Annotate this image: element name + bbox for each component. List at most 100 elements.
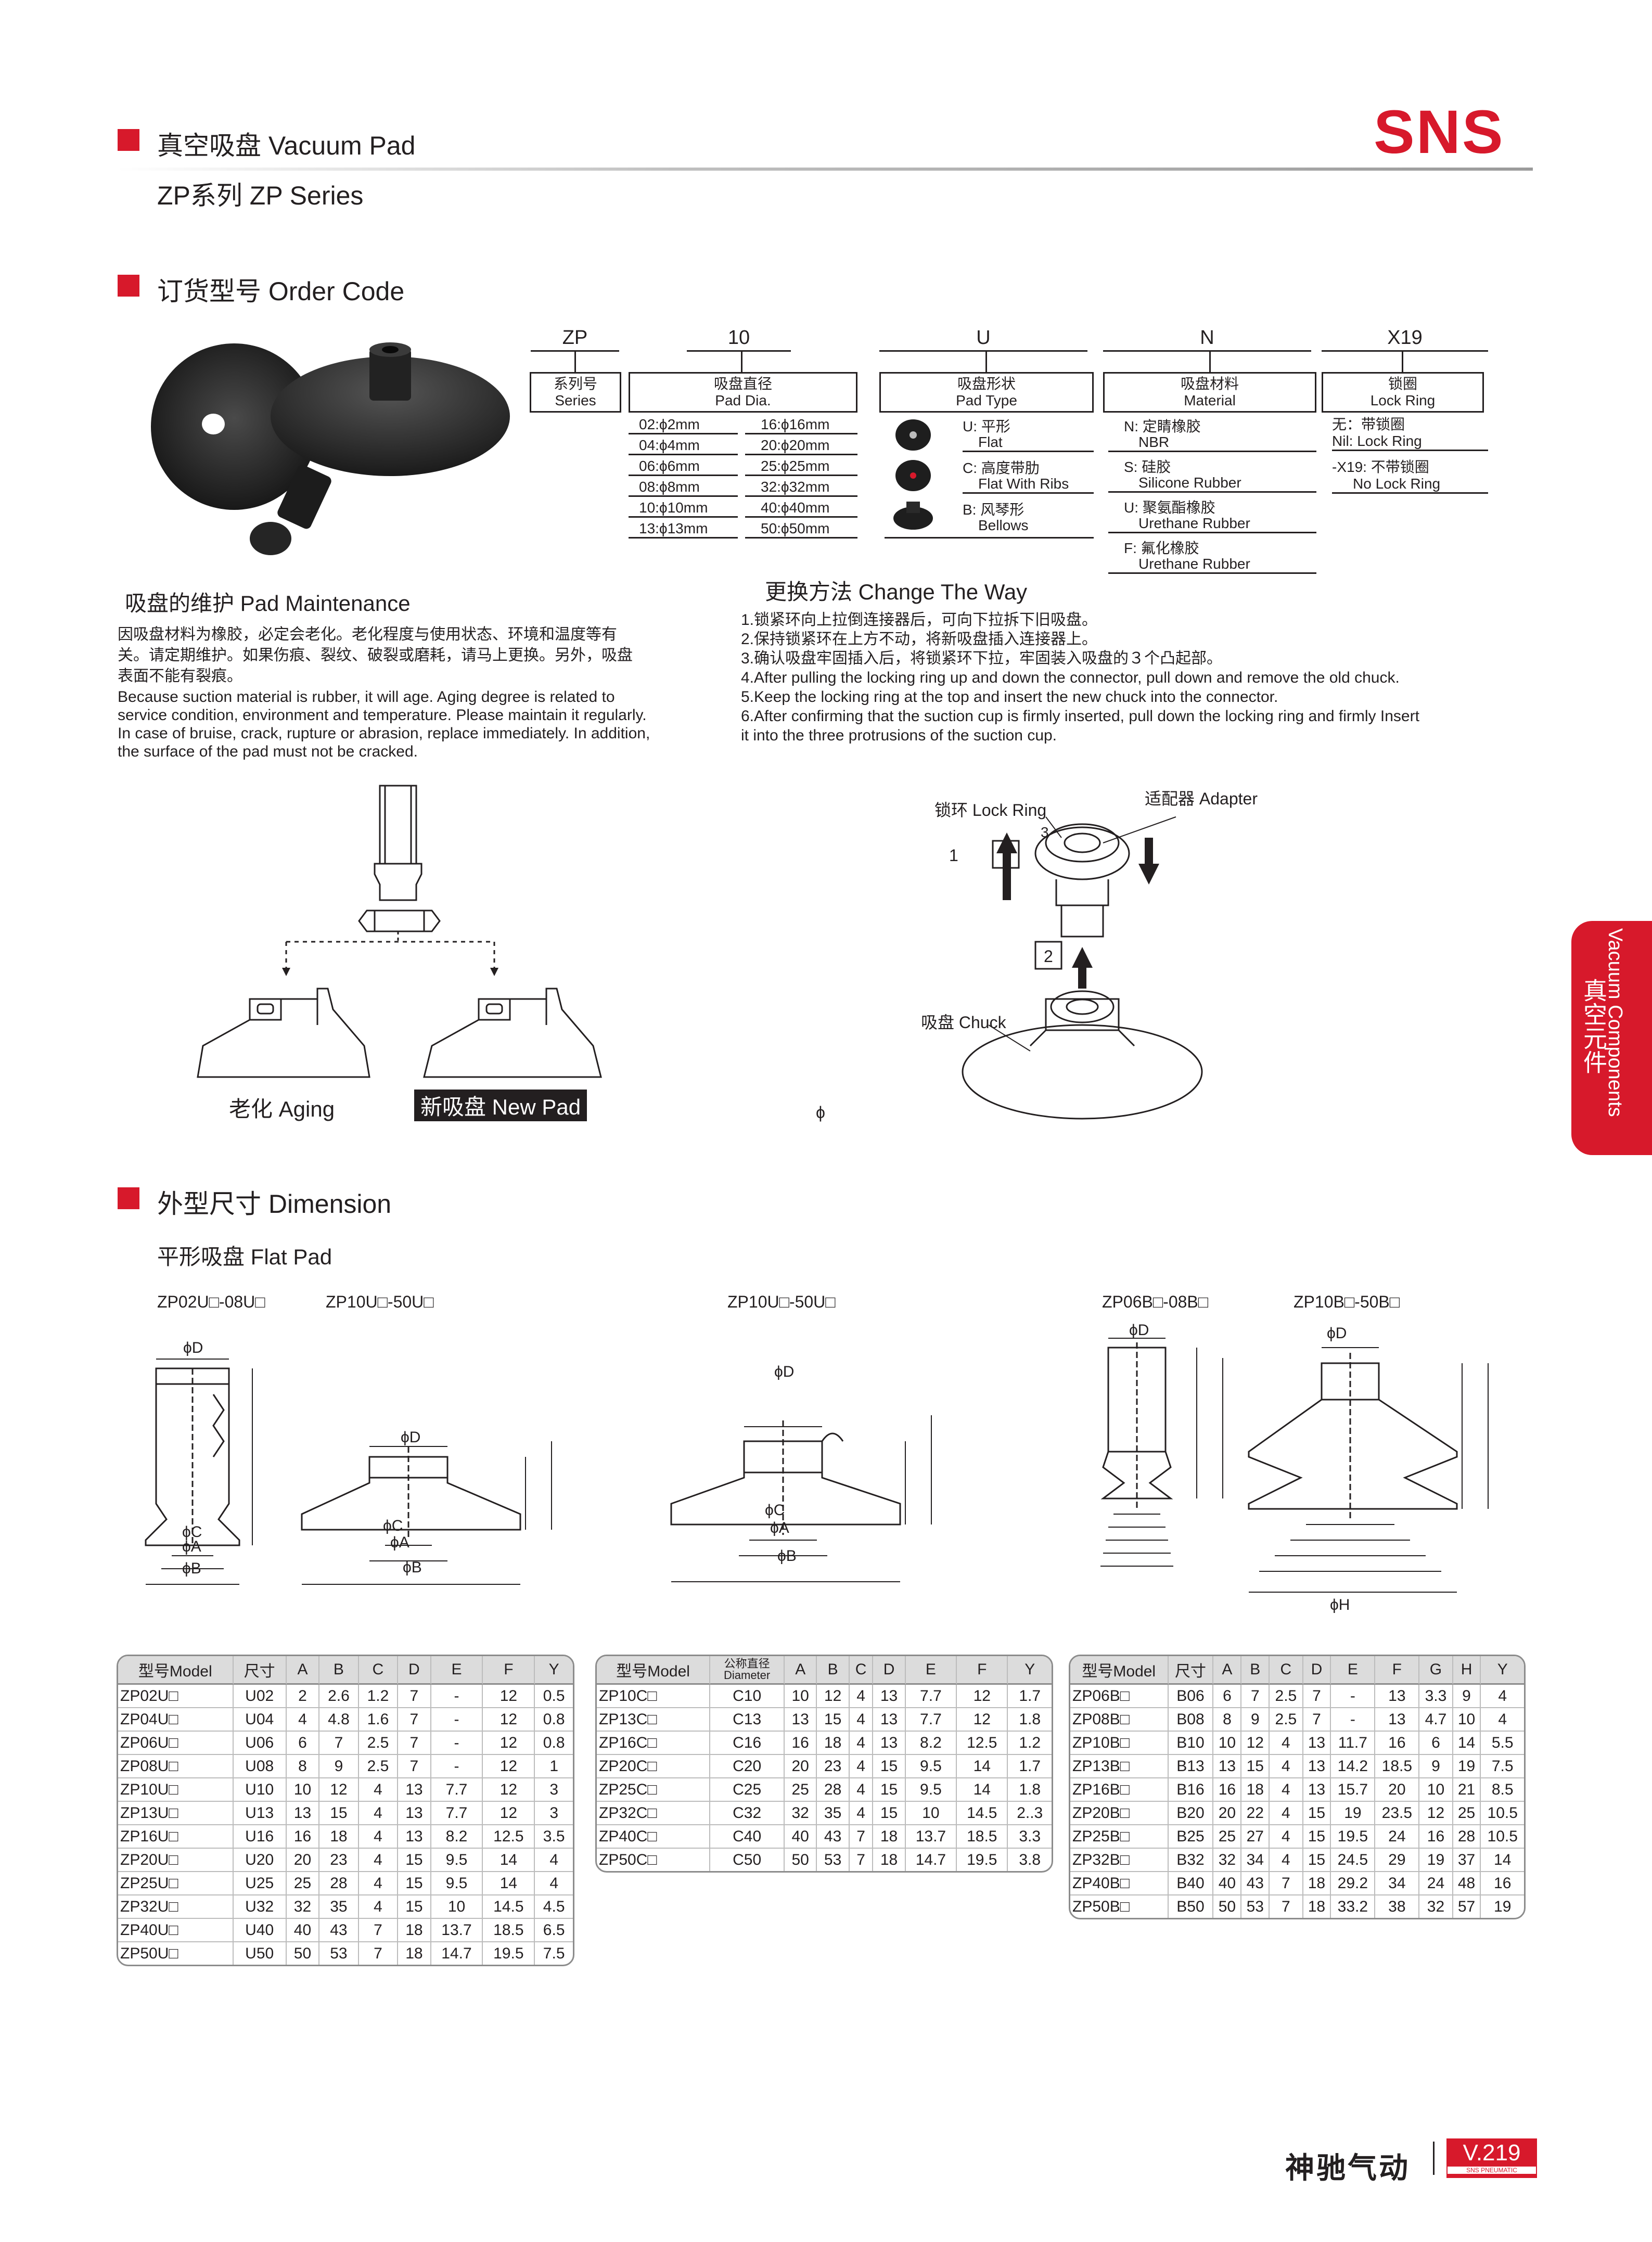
pad-type-bellows-en: Bellows: [978, 517, 1029, 533]
table-cell: 48: [1453, 1872, 1481, 1895]
change-heading: 更换方法 Change The Way: [765, 580, 1028, 604]
dim-label-h: ϕH: [1330, 1596, 1350, 1613]
table-cell: 34: [1375, 1872, 1420, 1895]
table-cell: ZP20U□: [118, 1849, 234, 1872]
drawing-title-5: ZP10B□-50B□: [1294, 1292, 1400, 1311]
drawing-zp10u-b: [670, 1415, 932, 1582]
table-cell: 12: [483, 1802, 535, 1825]
material-nbr-cn: N: 定睛橡胶: [1124, 418, 1201, 434]
table-cell: 40: [1213, 1872, 1242, 1895]
section-marker: [118, 129, 139, 151]
table-cell: 13: [1303, 1732, 1331, 1755]
connector: [1402, 350, 1403, 372]
table-cell: 14: [1481, 1849, 1524, 1872]
table-cell: 4: [535, 1849, 573, 1872]
table-cell: -: [431, 1732, 483, 1755]
table-header-cell: B: [817, 1656, 850, 1685]
table-cell: 23.5: [1375, 1802, 1420, 1825]
table-cell: 18.5: [957, 1825, 1008, 1849]
table-cell: 3: [535, 1802, 573, 1825]
table-header-cell: Y: [535, 1656, 573, 1685]
table-cell: 12: [483, 1732, 535, 1755]
table-cell: 1.2: [358, 1685, 399, 1708]
table-cell: 40: [286, 1919, 320, 1942]
step-number-2: 2: [1044, 947, 1053, 966]
table-cell: 4: [358, 1802, 399, 1825]
table-cell: 8.2: [431, 1825, 483, 1849]
change-step: 2.保持锁紧环在上方不动，将新吸盘插入连接器上。: [741, 631, 1098, 648]
table-cell: 35: [817, 1802, 850, 1825]
table-cell: 4: [1481, 1708, 1524, 1732]
table-cell: ZP06B□: [1070, 1685, 1169, 1708]
table-cell: 4: [358, 1849, 399, 1872]
table-cell: 2.5: [358, 1755, 399, 1778]
table-header-cell: Y: [1008, 1656, 1052, 1685]
table-cell: 10: [785, 1685, 817, 1708]
maintenance-cn-line: 关。请定期维护。如果伤痕、裂纹、破裂或磨耗，请马上更换。另外，吸盘: [118, 647, 633, 664]
table-cell: C10: [710, 1685, 785, 1708]
drawing-zp06b: [1100, 1338, 1223, 1567]
table-cell: 13: [873, 1732, 906, 1755]
table-header-cell: E: [905, 1656, 957, 1685]
table-cell: 15: [873, 1778, 906, 1802]
table-cell: 2..3: [1008, 1802, 1052, 1825]
table-header-cell: Y: [1481, 1656, 1524, 1685]
table-cell: 2: [286, 1685, 320, 1708]
table-cell: 43: [1241, 1872, 1270, 1895]
dim-label-c2: ϕC: [383, 1517, 403, 1534]
table-cell: 4: [1270, 1755, 1303, 1778]
table-cell: 15: [1303, 1849, 1331, 1872]
table-cell: 4: [535, 1872, 573, 1895]
table-cell: U50: [234, 1942, 287, 1965]
table-cell: 4: [358, 1778, 399, 1802]
table-cell: 16: [1419, 1825, 1453, 1849]
side-tab: Vacuum Components 真空元件: [1571, 921, 1652, 1155]
table-cell: 14: [957, 1778, 1008, 1802]
brand-logo: SNS: [1374, 98, 1505, 166]
table-header-cell: B: [1241, 1656, 1270, 1685]
page-sub: SNS PNEUMATIC: [1448, 2167, 1536, 2174]
table-cell: -: [1331, 1685, 1376, 1708]
pad-type-ribs-en: Flat With Ribs: [963, 476, 1094, 494]
maintenance-cn-line: 表面不能有裂痕。: [118, 668, 242, 685]
table-header-cell: B: [319, 1656, 359, 1685]
table-cell: 10: [1453, 1708, 1481, 1732]
dim-label-d4: ϕD: [1129, 1322, 1149, 1339]
table-cell: 29.2: [1331, 1872, 1376, 1895]
table-header-cell: 型号Model: [597, 1656, 711, 1685]
table-cell: 32: [1213, 1849, 1242, 1872]
table-cell: 19: [1494, 1898, 1512, 1915]
maintenance-heading: 吸盘的维护 Pad Maintenance: [125, 591, 411, 616]
table-cell: 2.5: [1270, 1685, 1303, 1708]
maintenance-cn-line: 因吸盘材料为橡胶，必定会老化。老化程度与使用状态、环境和温度等有: [118, 626, 617, 643]
section-title: 真空吸盘 Vacuum Pad: [157, 131, 416, 160]
table-header-cell: C: [358, 1656, 399, 1685]
table-cell: C40: [710, 1825, 785, 1849]
table-cell: 24.5: [1331, 1849, 1376, 1872]
table-cell: 7: [398, 1685, 431, 1708]
header-rule: [118, 168, 1533, 171]
diameter-option: 20:ϕ20mm: [745, 437, 857, 455]
table-cell: ZP06U□: [118, 1732, 234, 1755]
product-photo: [151, 342, 510, 555]
table-cell: U13: [233, 1802, 287, 1825]
table-cell: ZP20C□: [597, 1755, 711, 1778]
drawing-title-3: ZP10U□-50U□: [727, 1292, 836, 1311]
footer-page: V.219 SNS PNEUMATIC: [1446, 2138, 1537, 2178]
dim-label-d3: ϕD: [774, 1363, 795, 1380]
dim-label-b2: ϕB: [403, 1559, 422, 1576]
table-cell: 4: [1270, 1825, 1303, 1849]
dimension-marker: [118, 1187, 139, 1209]
